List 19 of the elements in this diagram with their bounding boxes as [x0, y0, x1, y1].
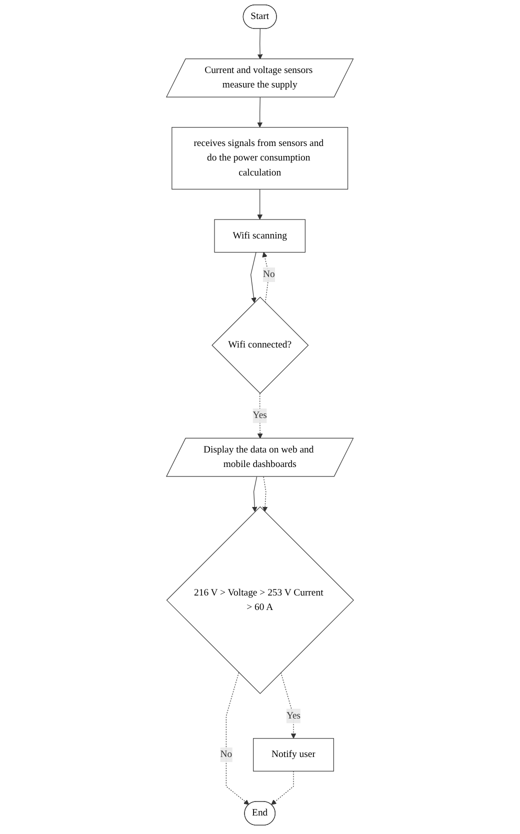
edge-label: No: [262, 269, 275, 280]
edge-label: Yes: [252, 410, 267, 421]
edge-label: Yes: [286, 710, 301, 721]
edge-label: No: [220, 749, 232, 760]
node-box: Wifi scanning: [214, 219, 306, 253]
node-diamond: Wifi connected?: [212, 296, 309, 394]
arrow: [271, 770, 294, 805]
arrow: [280, 672, 296, 739]
arrow: [257, 393, 263, 439]
node-box: Notify user: [253, 738, 334, 772]
arrow: [262, 476, 268, 512]
arrow: [257, 97, 263, 128]
node-diamond: 216 V > Voltage > 253 V Current > 60 A: [166, 506, 354, 694]
arrow: [250, 252, 256, 303]
arrow: [252, 476, 258, 512]
arrow: [226, 672, 250, 805]
arrow: [257, 188, 263, 220]
arrow: [257, 28, 263, 60]
node-box: receives signals from sensors and do the power consumption calculation: [172, 127, 348, 190]
